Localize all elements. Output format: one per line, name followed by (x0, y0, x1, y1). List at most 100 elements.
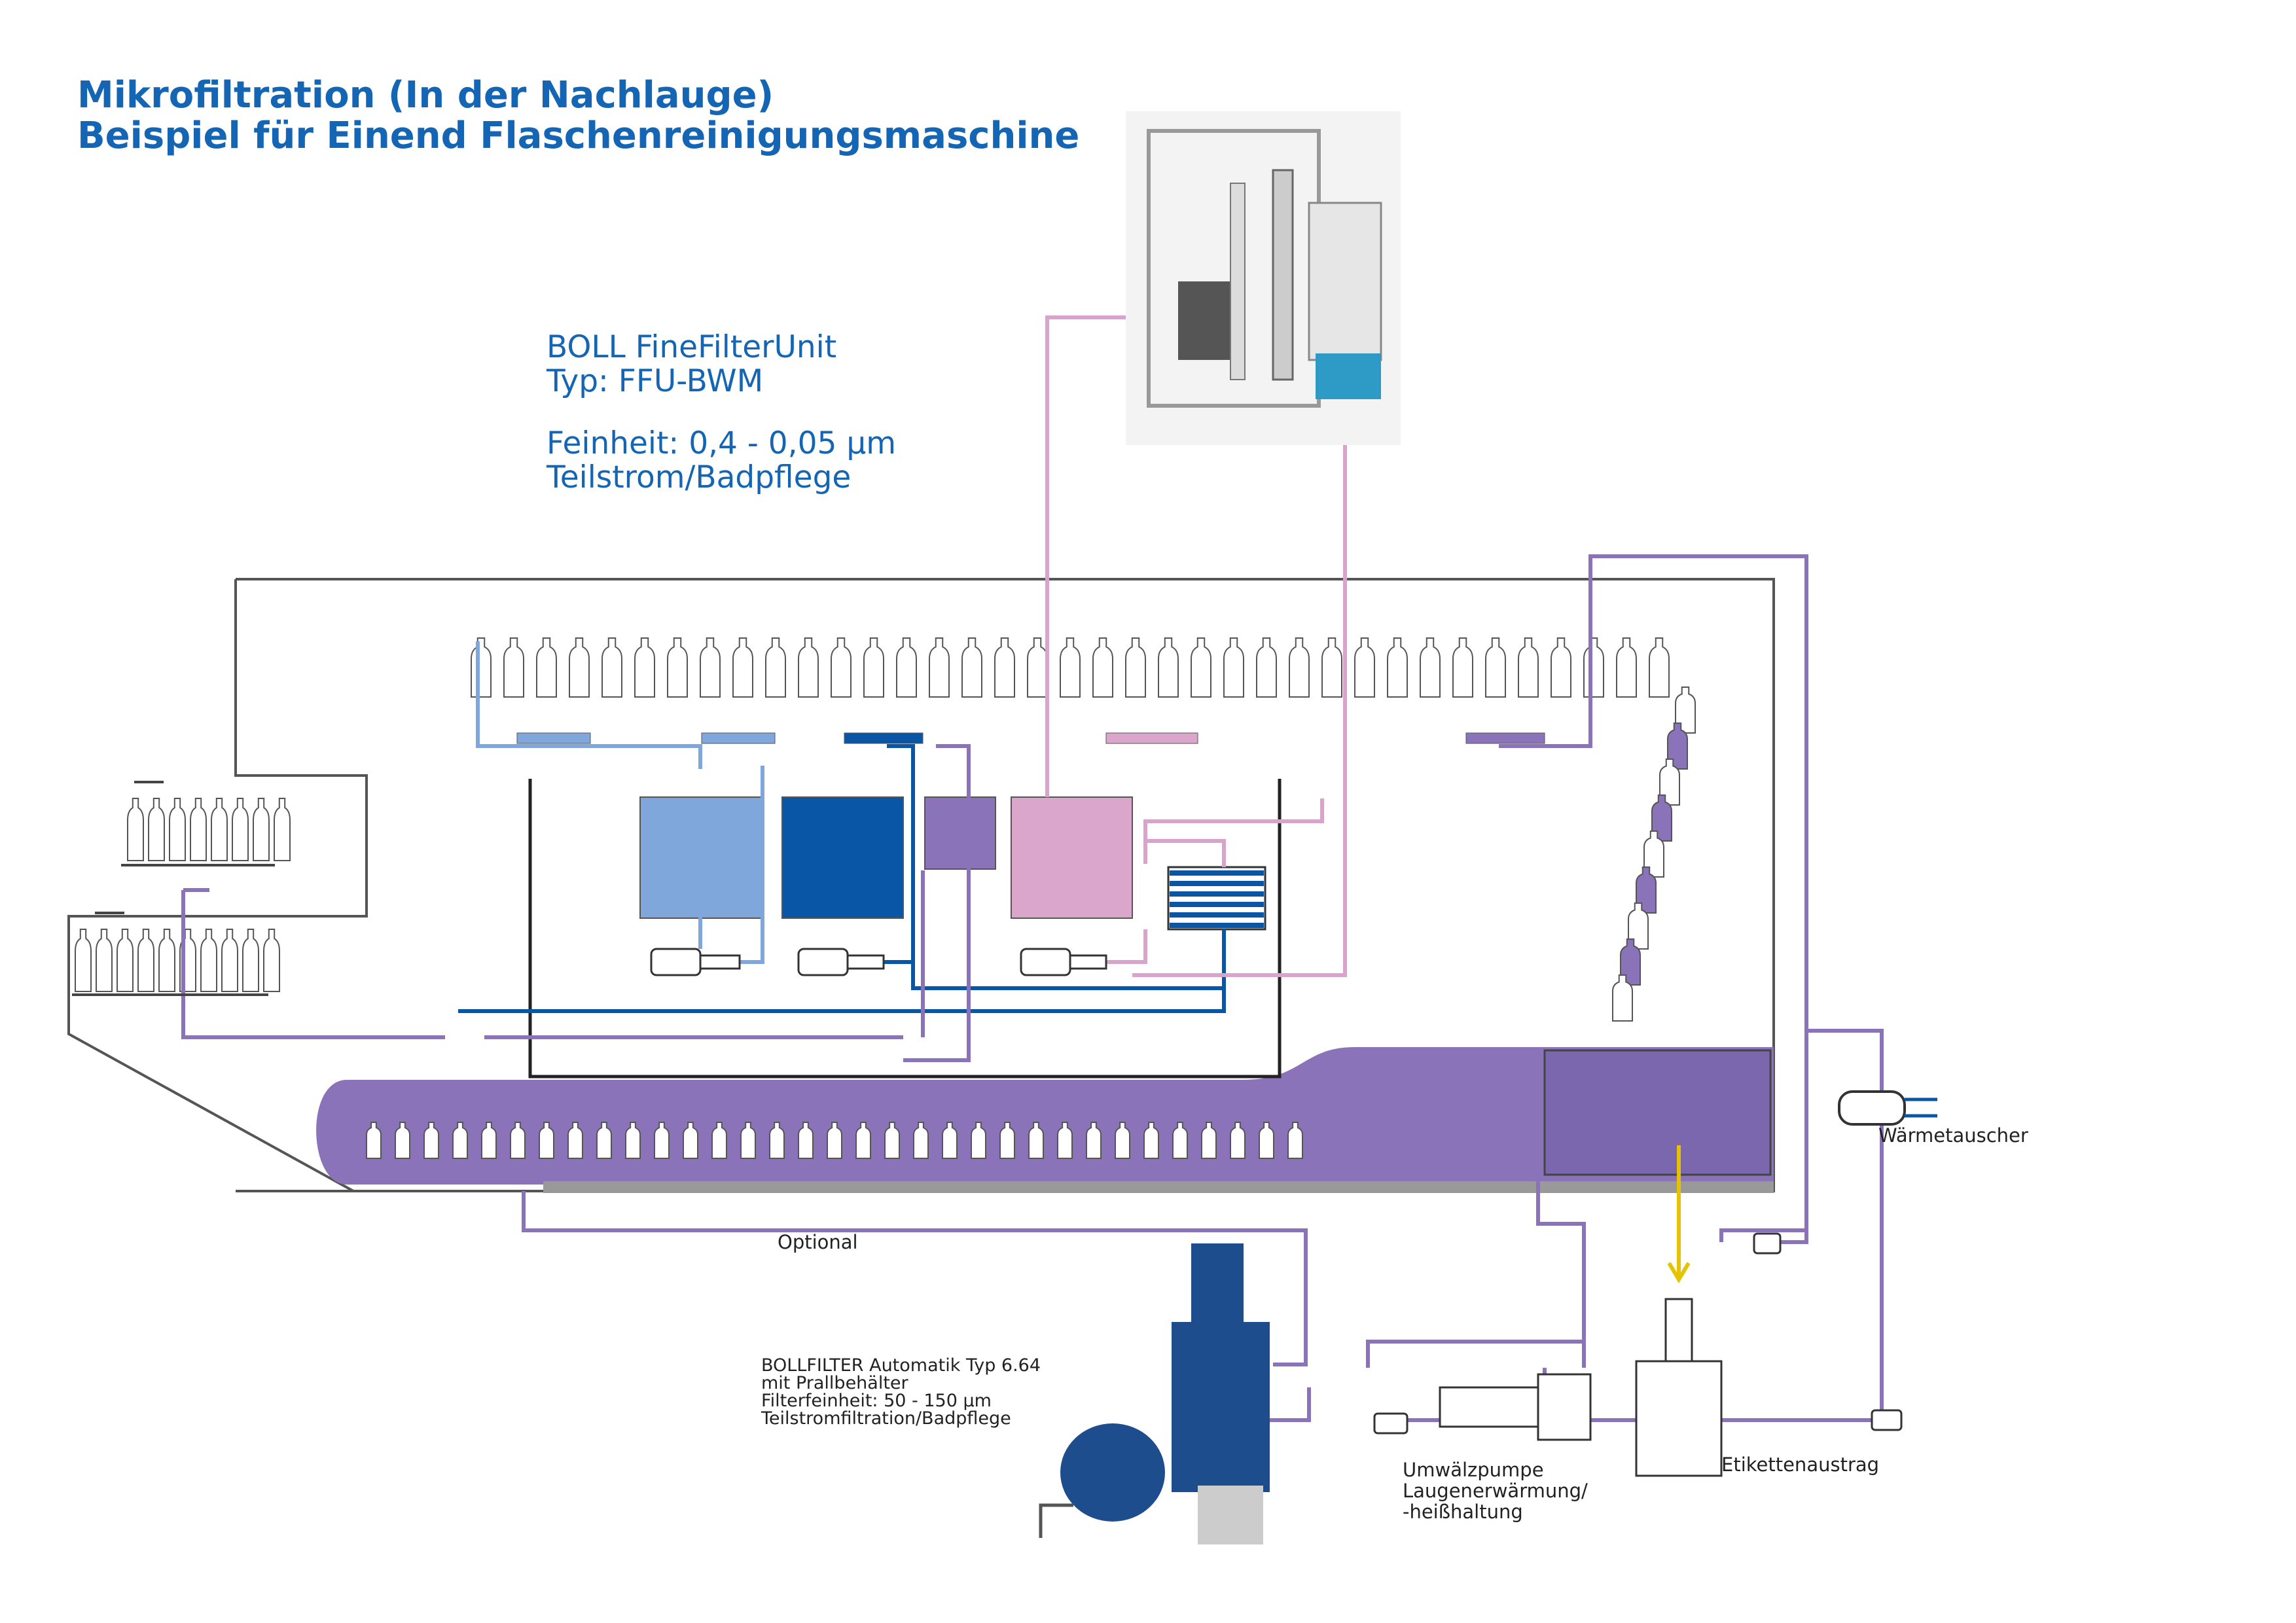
bottle (395, 1122, 410, 1159)
bottle (971, 1122, 986, 1159)
tank-dark-blue (781, 796, 904, 919)
bollfilter-line-4: Teilstromfiltration/Badpflege (761, 1408, 1011, 1429)
bottle (1583, 637, 1604, 698)
bottle (1616, 637, 1637, 698)
bottle (1060, 637, 1081, 698)
bottle (1057, 1122, 1073, 1159)
bottle (211, 798, 228, 861)
bottle (1143, 1122, 1159, 1159)
bottle (929, 637, 950, 698)
optional-label: Optional (778, 1231, 858, 1253)
bottle (913, 1122, 929, 1159)
bottle (961, 637, 982, 698)
bottle (117, 929, 134, 992)
bottle (1628, 902, 1649, 950)
bollfilter-image (1039, 1243, 1270, 1544)
bottle (1354, 637, 1375, 698)
bottle (1223, 637, 1244, 698)
bollfilter-line-3: Filterfeinheit: 50 - 150 µm (761, 1391, 992, 1411)
label-screen-box (1543, 1049, 1772, 1176)
bottle (683, 1122, 698, 1159)
bottle (1636, 866, 1657, 914)
pipes-pink (1045, 315, 1347, 977)
bottle (1287, 1122, 1303, 1159)
bottle (1230, 1122, 1246, 1159)
bottle (1259, 1122, 1274, 1159)
bottle (1612, 974, 1633, 1022)
bottle (137, 929, 154, 992)
bottle (569, 637, 590, 698)
heat-exchanger-label: Wärmetauscher (1878, 1124, 2028, 1147)
bottle (169, 798, 186, 861)
bath-bottle-chain (366, 1122, 1303, 1159)
bottle (253, 798, 270, 861)
bollfilter-line-1: BOLLFILTER Automatik Typ 6.64 (761, 1355, 1041, 1376)
bottle (1115, 1122, 1130, 1159)
bottle (700, 637, 721, 698)
bottle (1256, 637, 1277, 698)
bottle (1086, 1122, 1102, 1159)
fine-filter-unit-image (1126, 111, 1401, 445)
bottle (1651, 794, 1672, 842)
motor-icons (650, 948, 1903, 1435)
ffu-name: BOLL FineFilterUnit (547, 329, 837, 365)
bottle (999, 1122, 1015, 1159)
bottle (863, 637, 884, 698)
bottle (1420, 637, 1441, 698)
bollfilter-line-2: mit Prallbehälter (761, 1373, 908, 1393)
bottle (232, 798, 249, 861)
pump-label-1: Umwälzpumpe (1403, 1459, 1544, 1481)
tank-light-blue (639, 796, 762, 919)
bottle (148, 798, 165, 861)
conveyors (72, 781, 275, 996)
ffu-fineness: Feinheit: 0,4 - 0,05 µm (547, 425, 897, 461)
bottle (896, 637, 917, 698)
tank-purple (924, 796, 996, 870)
bottle (740, 1122, 756, 1159)
pipes-dark-blue (458, 744, 1226, 1013)
bottle (263, 929, 280, 992)
title-line-2: Beispiel für Einend Flaschenreinigungsma… (77, 115, 1080, 157)
bottle (1643, 830, 1664, 878)
bottle (366, 1122, 382, 1159)
bottle (884, 1122, 900, 1159)
bottle (798, 637, 819, 698)
bottle (827, 1122, 842, 1159)
bottle (601, 637, 622, 698)
circulation-pump (1439, 1298, 1723, 1477)
bottle (536, 637, 557, 698)
bottle (221, 929, 238, 992)
tank-enclosure (528, 779, 1282, 1079)
title-line-1: Mikrofiltration (In der Nachlauge) (77, 74, 774, 116)
bottle (634, 637, 655, 698)
bottle (1518, 637, 1539, 698)
bottle (1172, 1122, 1188, 1159)
bottle (1649, 637, 1670, 698)
bottle (1387, 637, 1408, 698)
bottle (127, 798, 144, 861)
tank-pink (1011, 796, 1133, 919)
pipe-yellow (1667, 1145, 1691, 1283)
bottle (732, 637, 753, 698)
bottle (1551, 637, 1571, 698)
bottle (654, 1122, 670, 1159)
ffu-type: Typ: FFU-BWM (547, 363, 764, 399)
bottle (1125, 637, 1146, 698)
caustic-bath (316, 1047, 1774, 1185)
bottle (471, 637, 492, 698)
heat-exchanger-plates (1167, 866, 1266, 931)
bottle (567, 1122, 583, 1159)
bottle (625, 1122, 641, 1159)
bottle (1158, 637, 1179, 698)
bottle (75, 929, 92, 992)
ffu-mode: Teilstrom/Badpflege (547, 459, 852, 495)
bottle (274, 798, 291, 861)
bottle (994, 637, 1015, 698)
bottle (423, 1122, 439, 1159)
bottle (798, 1122, 814, 1159)
bottle (1452, 637, 1473, 698)
bottle (1485, 637, 1506, 698)
bottle (510, 1122, 526, 1159)
label-discharge-label: Etikettenaustrag (1721, 1454, 1880, 1476)
